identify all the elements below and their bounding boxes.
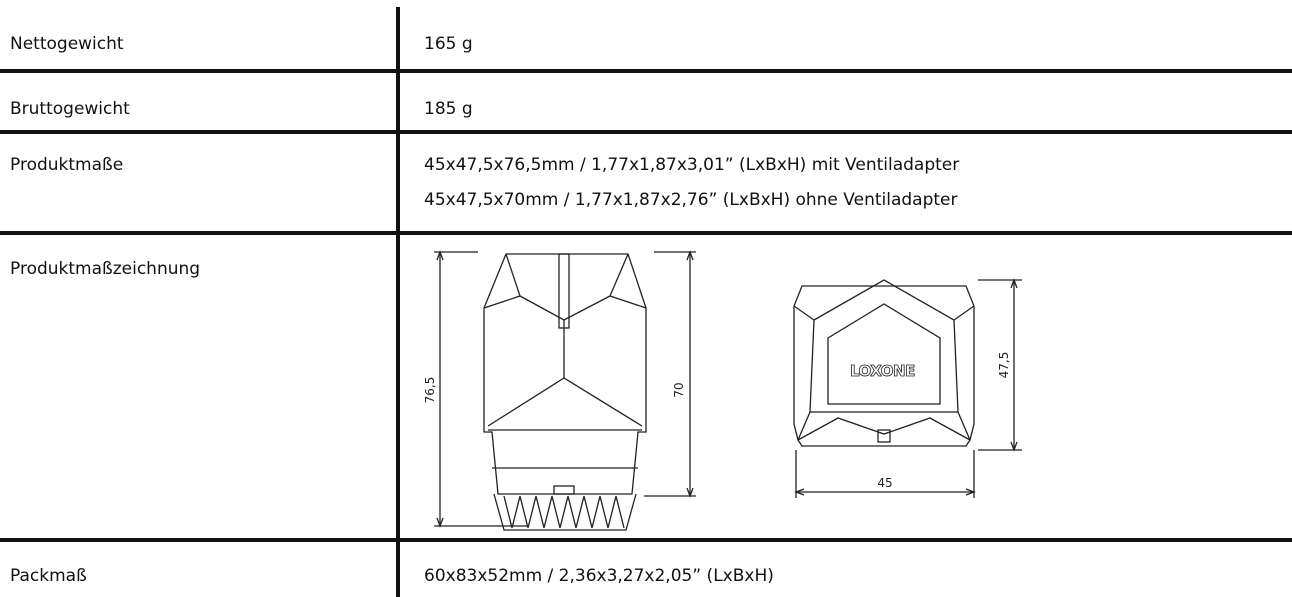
row-divider <box>0 231 396 235</box>
dim-label: 76,5 <box>423 377 437 404</box>
row-divider <box>400 130 1292 134</box>
row-divider <box>400 69 1292 73</box>
dim-label: 45 <box>877 476 892 490</box>
row-label: Produktmaßzeichnung <box>10 259 201 279</box>
row-label: Bruttogewicht <box>10 99 130 119</box>
side-view-drawing <box>434 250 696 531</box>
value-line: 45x47,5x70mm / 1,77x1,87x2,76” (LxBxH) o… <box>424 190 958 210</box>
row-value: 185 g <box>424 99 473 119</box>
row-value: 165 g <box>424 34 473 54</box>
row-label: Packmaß <box>10 566 87 586</box>
dim-label: 47,5 <box>997 352 1011 379</box>
row-divider <box>0 69 396 73</box>
dim-label: 70 <box>672 382 686 397</box>
table-row: Bruttogewicht 185 g <box>0 73 1292 130</box>
row-value: 45x47,5x76,5mm / 1,77x1,87x3,01” (LxBxH)… <box>424 154 959 211</box>
table-row: Produktmaßzeichnung <box>0 235 1292 540</box>
row-divider <box>0 538 396 542</box>
front-view-drawing: LOXONE <box>793 278 1022 498</box>
table-row: Nettogewicht 165 g <box>0 0 1292 70</box>
row-label: Produktmaße <box>10 155 124 175</box>
row-value: 60x83x52mm / 2,36x3,27x2,05” (LxBxH) <box>424 566 774 586</box>
value-line: 45x47,5x76,5mm / 1,77x1,87x3,01” (LxBxH)… <box>424 155 960 175</box>
column-divider <box>396 7 400 597</box>
row-divider <box>400 231 1292 235</box>
table-row: Packmaß 60x83x52mm / 2,36x3,27x2,05” (Lx… <box>0 542 1292 597</box>
row-label: Nettogewicht <box>10 34 124 54</box>
dimension-drawing: LOXONE 76,5 70 47,5 45 <box>423 250 1022 531</box>
brand-logo: LOXONE <box>850 362 915 380</box>
row-divider <box>0 130 396 134</box>
table-row: Produktmaße 45x47,5x76,5mm / 1,77x1,87x3… <box>0 134 1292 234</box>
row-divider <box>400 538 1292 542</box>
